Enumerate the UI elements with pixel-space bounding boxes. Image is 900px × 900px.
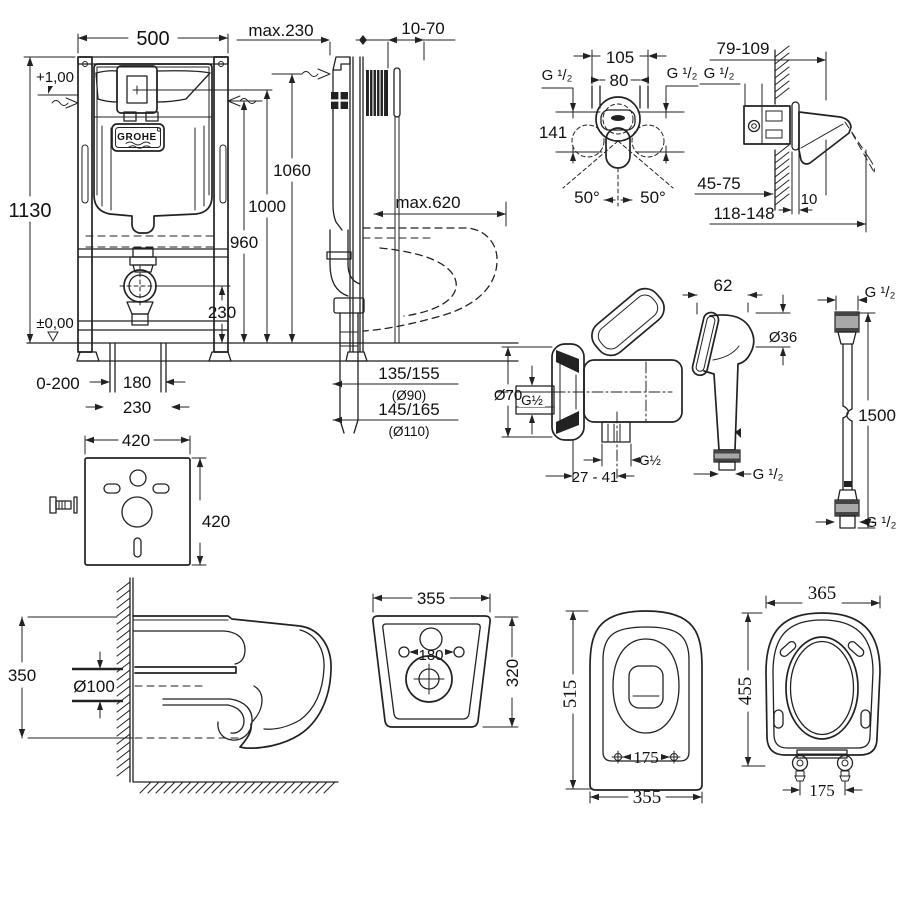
dim-seat-length: 455 (735, 677, 756, 706)
dim-section-height: 350 (8, 666, 36, 685)
dim-height-inlet: 960 (230, 233, 258, 252)
dim-elbow-range: 27 - 41 (572, 469, 619, 486)
dim-elbow-g-wall: G½ (521, 393, 543, 408)
level-mark-floor: ±0,00 (36, 315, 73, 332)
dim-mixer-w-inner: 80 (610, 71, 629, 90)
mixer-front-view: 105 80 G ¹/₂ G ¹/₂ 141 50° 50° (539, 48, 699, 207)
dim-bolt-spacing: 180 (123, 373, 151, 392)
dim-drain-a-dia: (Ø90) (392, 388, 427, 403)
dim-plate-width: 420 (122, 431, 150, 450)
dim-seat-holes: 175 (809, 781, 835, 800)
dim-actuator-range: 10-70 (401, 19, 444, 38)
dim-foot-range: 0-200 (36, 374, 79, 393)
dim-rear-width: 355 (417, 589, 445, 608)
seat-view: 365 455 175 (735, 583, 881, 800)
bowl-section-view: 350 Ø100 (8, 577, 339, 794)
sound-plate-view: 420 420 (49, 431, 230, 566)
dim-top-width: 355 (633, 787, 662, 808)
dim-angle-right: 50° (640, 188, 666, 207)
frame-front-dimensions: 500 1130 +1,00 ±0,00 0-200 180 230 (8, 28, 229, 417)
dim-mixer-height: 141 (539, 123, 567, 142)
dim-drain-b-dia: (Ø110) (388, 424, 429, 439)
wall-elbow-view: G½ Ø70 G½ 27 - 41 (494, 287, 683, 486)
dim-mixer-reach-total: 118-148 (713, 204, 774, 223)
dim-shower-g: G ¹/₂ (753, 466, 784, 483)
dim-hose-g-top: G ¹/₂ (865, 284, 896, 301)
floor-lines (26, 342, 519, 362)
dim-height-top: 1060 (273, 161, 311, 180)
dim-frame-width: 500 (136, 28, 169, 50)
brand-label: GROHE (117, 132, 157, 143)
dim-elbow-g-out: G½ (639, 453, 661, 468)
dim-rear-height: 320 (503, 659, 522, 687)
dim-top-holes: 175 (633, 748, 659, 767)
dim-height-button: 1000 (248, 197, 286, 216)
dim-mixer-reach: 79-109 (717, 39, 770, 58)
dim-hose-length: 1500 (858, 406, 896, 425)
hose-view: G ¹/₂ 1500 G ¹/₂ (815, 284, 897, 531)
dim-height-outlet: 230 (208, 303, 236, 322)
frame-front-view: GROHE (37, 56, 263, 393)
dim-outlet-spacing: 230 (123, 398, 151, 417)
dim-shower-width: 62 (714, 276, 733, 295)
bolt-icon (49, 496, 78, 514)
dim-mixer-w-outer: 105 (606, 48, 634, 67)
dim-drain-a: 135/155 (378, 364, 439, 383)
dim-hose-g-bottom: G ¹/₂ (866, 514, 897, 531)
dim-bowl-reach: max.620 (395, 193, 460, 212)
dim-elbow-dia: Ø70 (494, 387, 522, 404)
mixer-side-view: 79-109 G ¹/₂ 45-75 10 118-148 (694, 39, 875, 233)
dim-top-length: 515 (560, 680, 581, 709)
dim-shower-dia: Ø36 (769, 329, 797, 346)
frame-side-dimensions: max.230 10-70 max.620 135/155 (Ø90) 145/… (236, 19, 507, 439)
dim-seat-width: 365 (808, 583, 837, 604)
bowl-top-view: 175 515 355 (560, 610, 703, 808)
dim-angle-left: 50° (574, 188, 600, 207)
level-mark-top: +1,00 (36, 69, 74, 86)
height-dimensions: 1060 1000 960 230 (139, 68, 331, 344)
dim-mixer-g-right: G ¹/₂ (667, 65, 698, 82)
dim-mixer-side-g: G ¹/₂ (704, 65, 735, 82)
dim-plate-height: 420 (202, 512, 230, 531)
dim-frame-depth: max.230 (248, 21, 313, 40)
dim-mixer-recess: 45-75 (697, 174, 740, 193)
dim-plate-thickness: 10 (801, 191, 818, 208)
dim-mixer-g-left: G ¹/₂ (542, 67, 573, 84)
frame-side-view (326, 56, 498, 434)
dim-drain-b: 145/165 (378, 400, 439, 419)
grohe-logo: GROHE (111, 123, 165, 152)
dim-frame-height: 1130 (8, 200, 51, 222)
dim-section-dia: Ø100 (73, 677, 115, 696)
bowl-rear-view: 180 355 320 (372, 589, 522, 728)
hand-shower-view: 62 Ø36 G ¹/₂ (682, 276, 797, 483)
